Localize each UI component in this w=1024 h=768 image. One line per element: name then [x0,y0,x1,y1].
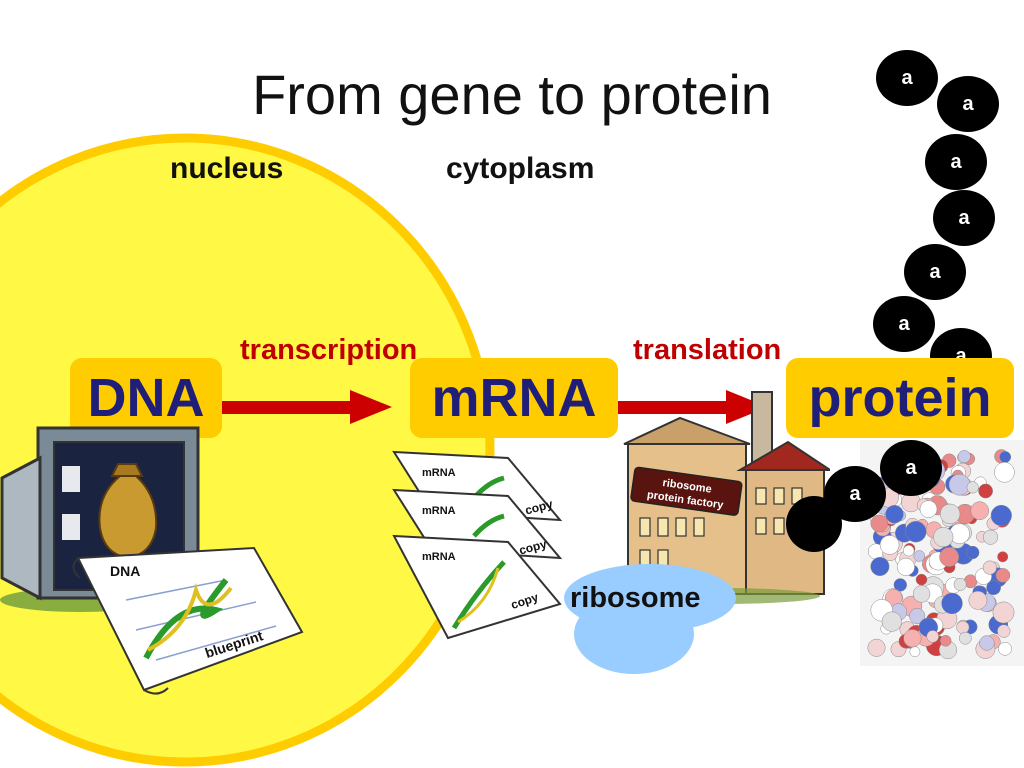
protein-atom [912,585,931,603]
protein-atom [909,608,926,625]
protein-atom [978,483,993,499]
transcription-arrow [222,390,392,424]
protein-atom [982,560,997,575]
protein-atom [879,535,900,555]
protein-atom [986,580,1001,596]
protein-atom [941,592,963,615]
translation-arrow [618,390,768,424]
mrna-box: mRNA [410,358,618,438]
protein-atom [939,503,961,525]
amino-acid: a [873,296,935,352]
copy-mrna-label: mRNA [422,505,456,517]
translation-label: translation [633,334,782,366]
protein-atom [885,505,904,524]
protein-atom [958,631,972,645]
protein-atom [956,620,970,634]
amino-acid: a [933,190,995,246]
dna-blueprint-scroll: DNA blueprint [72,546,304,695]
protein-atom [957,450,971,464]
amino-acid: a [824,466,886,522]
protein-atom [979,635,995,651]
amino-acid: a [876,50,938,106]
protein-atom [870,514,889,533]
protein-atom [926,630,939,643]
cytoplasm-label: cytoplasm [446,152,595,185]
amino-acid: a [904,244,966,300]
protein-atom [939,635,952,647]
protein-atom [870,557,890,576]
dna-box: DNA [70,358,222,438]
ribosome-label: ribosome [570,582,701,614]
amino-acid-label: a [930,296,942,318]
blueprint-dna-label: DNA [110,563,140,579]
mrna-copies: mRNA copy mRNA copy mRNA copy [392,450,563,640]
mrna-copy-sheet: mRNA copy [392,534,562,640]
protein-atom [903,629,922,648]
protein-atom [995,568,1011,583]
protein-atom [998,641,1012,656]
protein-atom [990,504,1012,527]
protein-atom [968,590,988,610]
protein-atom [915,573,928,586]
amino-acid: a [937,76,999,132]
protein-atom [992,601,1015,624]
slide-title: From gene to protein [252,63,772,126]
amino-acid-label: a [958,242,970,264]
protein-atom [905,521,927,543]
protein-atom [997,551,1009,563]
protein-atom [896,557,915,576]
protein-atom [966,481,979,494]
protein-atom [982,529,999,545]
ribosome-shape [564,564,736,674]
copy-mrna-label: mRNA [422,467,456,479]
protein-atom [903,545,915,557]
protein-atom [939,547,960,567]
amino-acid: a [880,440,942,496]
protein-atom [999,451,1012,463]
nucleus-label: nucleus [170,152,284,185]
protein-atom [893,578,907,592]
protein-box: protein [786,358,1014,438]
protein-atom [933,527,954,548]
protein-atom [881,611,902,632]
transcription-label: transcription [240,334,418,366]
protein-atom [970,501,989,520]
protein-atom [997,624,1011,638]
factory-sign: ribosome protein factory [630,466,743,516]
amino-acid: a [925,134,987,190]
protein-atom [919,500,938,518]
protein-atom [913,550,926,562]
protein-atom [953,577,967,591]
protein-atom [909,646,921,658]
protein-atom [867,638,886,657]
protein-atom [966,545,980,560]
protein-atom [994,462,1015,483]
copy-mrna-label: mRNA [422,551,456,563]
protein-atom [948,473,971,496]
